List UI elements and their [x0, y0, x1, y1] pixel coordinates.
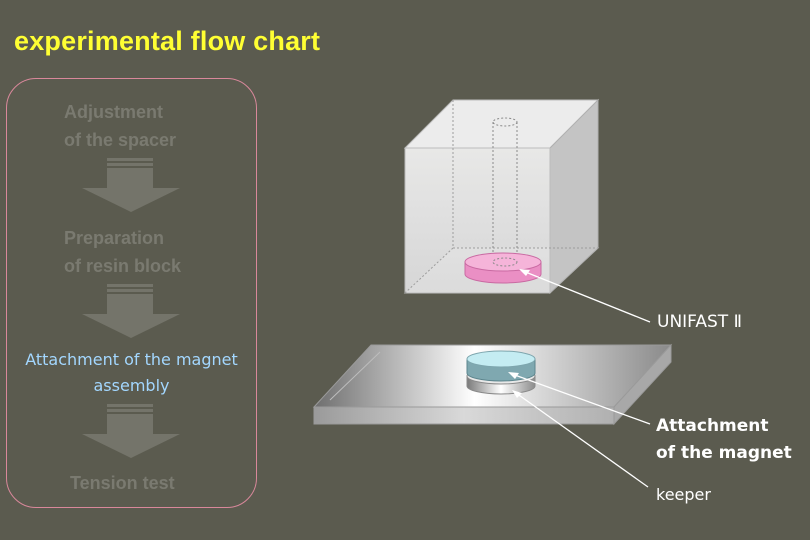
flow-step-tension-test: Tension test [70, 469, 175, 497]
down-arrow-icon [82, 284, 180, 338]
spacer-cylinder [492, 117, 518, 262]
flow-step-line: assembly [93, 376, 170, 395]
flow-step-adjustment: Adjustment of the spacer [64, 98, 176, 154]
magnet-assembly [466, 350, 536, 382]
down-arrow-icon [82, 404, 180, 458]
attachment-label-line: of the magnet [656, 443, 792, 463]
flow-chart-box [6, 78, 257, 508]
flow-step-preparation: Preparation of resin block [64, 224, 181, 280]
flow-step-line: Tension test [70, 473, 175, 493]
leader-lines [508, 269, 651, 488]
flow-step-line: of resin block [64, 256, 182, 276]
unifast-disc [464, 252, 542, 284]
flow-step-line: Attachment of the magnet [25, 350, 238, 369]
keeper-label: keeper [656, 485, 711, 504]
flow-step-attachment: Attachment of the magnet assembly [6, 347, 257, 399]
down-arrow-icon [82, 158, 180, 212]
page-title: experimental flow chart [14, 26, 321, 56]
attachment-label-line: Attachment [656, 416, 769, 436]
attachment-label: Attachment of the magnet [656, 413, 792, 467]
unifast-label: UNIFAST Ⅱ [657, 312, 742, 332]
flow-step-line: of the spacer [64, 130, 177, 150]
flow-step-line: Adjustment [64, 102, 163, 122]
flow-step-line: Preparation [64, 228, 165, 248]
